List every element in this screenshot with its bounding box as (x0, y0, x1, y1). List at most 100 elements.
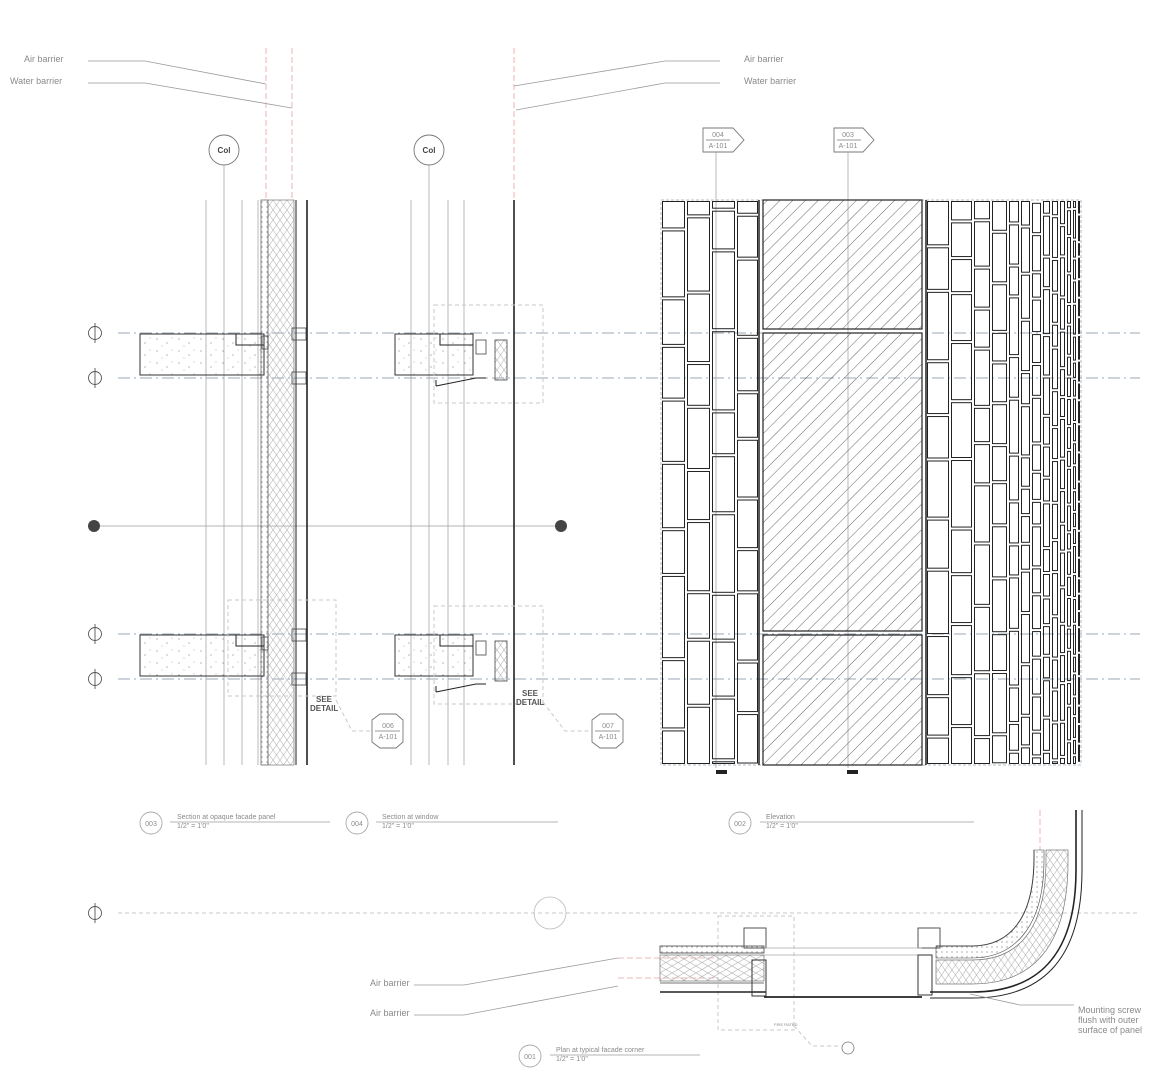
facade-panel (1078, 453, 1080, 481)
facade-panel (1009, 723, 1019, 751)
facade-panel (927, 697, 949, 736)
facade-panel (1052, 573, 1058, 616)
facade-panel (1078, 744, 1080, 762)
facade-panel (1052, 324, 1058, 347)
facade-panel (1073, 545, 1076, 574)
section-ref-number: 006 (382, 723, 394, 730)
facade-panel (1060, 491, 1065, 523)
facade-panel (1032, 526, 1041, 567)
facade-panel (1073, 491, 1076, 511)
facade-panel (1078, 482, 1080, 501)
facade-panel (1052, 391, 1058, 427)
facade-panel (1052, 201, 1058, 216)
plan-small-note: FIRE RATED (774, 1022, 798, 1027)
facade-panel (1078, 594, 1080, 611)
facade-panel (737, 593, 758, 661)
facade-panel (1009, 752, 1019, 765)
facade-panel (974, 349, 990, 406)
facade-panel (951, 259, 972, 293)
datum-dot-icon (555, 520, 567, 532)
facade-panel (1032, 568, 1041, 594)
air-barrier-label: Air barrier (370, 978, 410, 988)
facade-panel (1052, 723, 1058, 760)
facade-panel (1067, 201, 1071, 209)
facade-panel (1078, 280, 1080, 297)
facade-panel (1009, 630, 1019, 686)
facade-panel (992, 634, 1007, 672)
facade-panel (712, 698, 735, 760)
facade-panel (927, 416, 949, 459)
facade-panel (992, 735, 1007, 764)
facade-panel (927, 362, 949, 415)
view-title: Section at window (382, 814, 439, 821)
view-title: Section at opaque facade panel (177, 814, 276, 821)
facade-panel (1043, 598, 1050, 625)
see-detail-text: DETAIL (516, 698, 544, 707)
facade-panel (992, 579, 1007, 633)
facade-panel (1060, 226, 1065, 256)
mounting-screw-annotation: Mounting screw flush with outer surface … (969, 993, 1142, 1035)
air-barrier-annotation-plan-1: Air barrier (370, 957, 619, 988)
mounting-text: flush with outer (1078, 1015, 1139, 1025)
facade-panel (1073, 362, 1076, 378)
facade-panel (1073, 529, 1076, 544)
facade-panel (1052, 348, 1058, 390)
facade-panel (1052, 503, 1058, 540)
air-barrier-label: Air barrier (744, 54, 784, 64)
facade-panel (1078, 653, 1080, 676)
facade-panel (1009, 502, 1019, 544)
facade-panel (1060, 298, 1065, 330)
see-detail-text: DETAIL (310, 704, 338, 713)
facade-panel (737, 337, 758, 392)
view-number: 003 (145, 821, 157, 828)
facade-panel (712, 331, 735, 411)
facade-panel (1067, 377, 1071, 398)
facade-panel (1078, 677, 1080, 705)
facade-panel (927, 519, 949, 569)
facade-panel (974, 544, 990, 605)
facade-panel (737, 259, 758, 336)
facade-panel (1073, 466, 1076, 490)
facade-panel (737, 201, 758, 214)
mounting-text: surface of panel (1078, 1025, 1142, 1035)
facade-panel (1009, 297, 1019, 356)
facade-panel (1073, 575, 1076, 598)
facade-panel (712, 210, 735, 250)
facade-panel (687, 706, 710, 765)
facade-panel (1073, 443, 1076, 465)
facade-panel (1021, 227, 1030, 273)
facade-panel (1067, 210, 1071, 236)
facade-panel (1067, 505, 1071, 532)
facade-panel (1067, 468, 1071, 504)
facade-panel (1060, 331, 1065, 368)
facade-panel (1060, 722, 1065, 756)
facade-panel (1009, 224, 1019, 265)
facade-panel (687, 407, 710, 469)
facade-panel (974, 485, 990, 543)
facade-panel (1009, 201, 1019, 223)
facade-panel (1067, 628, 1071, 649)
section-ref-006[interactable]: 006 A-101 (335, 699, 404, 749)
facade-panel (1060, 588, 1065, 623)
facade-panel (1078, 628, 1080, 652)
facade-panel (1043, 215, 1050, 256)
small-callout-icon (841, 1041, 855, 1055)
section-ref-007[interactable]: 007 A-101 (542, 701, 624, 749)
facade-panel (1043, 573, 1050, 597)
facade-panel (1073, 201, 1076, 208)
facade-panel (1043, 503, 1050, 548)
facade-panel (1067, 706, 1071, 741)
facade-panel (1032, 397, 1041, 443)
facade-panel (992, 483, 1007, 525)
facade-panel (1032, 273, 1041, 298)
facade-panel (687, 293, 710, 363)
facade-panel (1021, 320, 1030, 372)
facade-panel (1032, 235, 1041, 272)
facade-panel (992, 332, 1007, 362)
section-ref-004[interactable]: 004 A-101 (702, 127, 745, 774)
facade-panel (974, 407, 990, 443)
view-title-004: 004 Section at window 1/2" = 1'0" (345, 811, 558, 835)
facade-panel (1021, 201, 1030, 226)
see-detail-text: SEE (316, 695, 333, 704)
facade-panel (1032, 299, 1041, 333)
